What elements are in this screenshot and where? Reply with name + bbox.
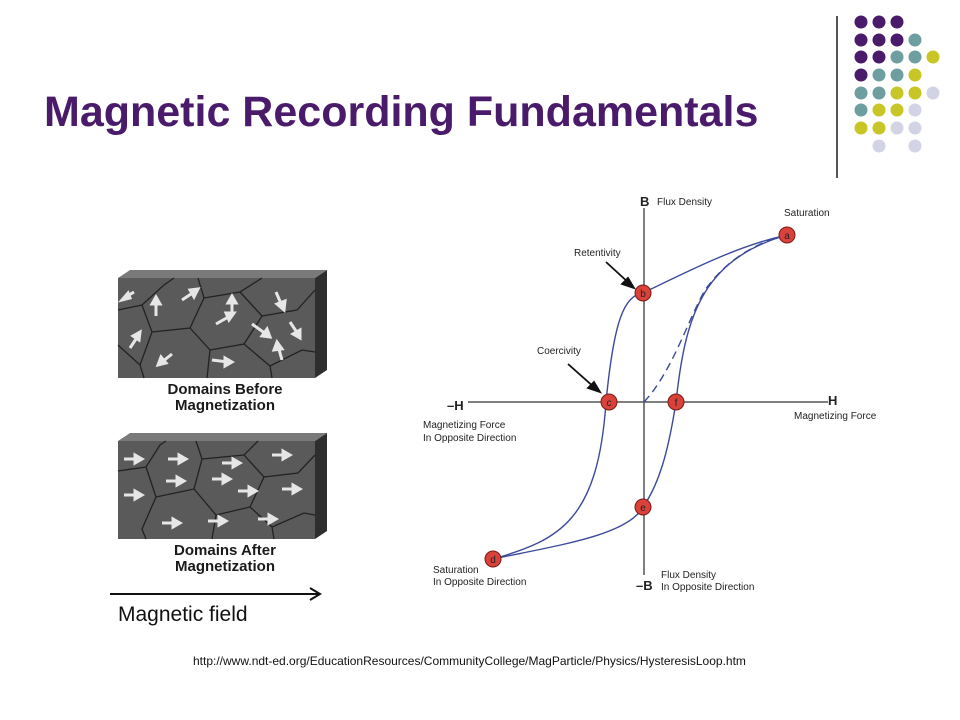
domains-after-block	[117, 433, 327, 540]
coercivity-label: Coercivity	[537, 346, 581, 357]
coercivity-pointer	[567, 363, 603, 394]
neg-h-axis-symbol: –H	[447, 398, 464, 413]
neg-h-label-line1: Magnetizing Force	[423, 420, 506, 431]
loop-upper-curve	[492, 234, 788, 560]
source-url: http://www.ndt-ed.org/EducationResources…	[193, 654, 746, 668]
magnetic-field-label: Magnetic field	[118, 603, 248, 626]
neg-b-axis-symbol: –B	[636, 578, 653, 593]
domains-after-caption: Domains After Magnetization	[150, 543, 300, 575]
svg-text:f: f	[675, 398, 678, 409]
dot-row-6	[854, 103, 922, 117]
svg-text:d: d	[490, 555, 496, 566]
svg-text:b: b	[640, 289, 646, 300]
hysteresis-loop-diagram: a b c d e f B Flux Density –B Flux Densi…	[423, 194, 877, 593]
svg-text:e: e	[640, 503, 646, 514]
point-f: f	[667, 393, 685, 411]
magnetic-field-arrow	[110, 587, 322, 601]
saturation-label: Saturation	[784, 208, 830, 219]
title-divider-line	[836, 16, 838, 178]
point-c: c	[600, 393, 618, 411]
slide-title: Magnetic Recording Fundamentals	[44, 88, 759, 136]
loop-lower-curve	[492, 234, 788, 560]
dot-row-7	[854, 121, 922, 135]
neg-b-label-line1: Flux Density	[661, 570, 716, 581]
neg-h-label-line2: In Opposite Direction	[423, 433, 516, 444]
domains-after-caption-line2: Magnetization	[175, 558, 275, 575]
b-axis-symbol: B	[640, 194, 649, 209]
b-axis-label: Flux Density	[657, 197, 712, 208]
initial-magnetization-curve	[643, 234, 788, 403]
dot-row-5	[854, 86, 940, 100]
retentivity-pointer	[605, 261, 637, 290]
saturation-opposite-line2: In Opposite Direction	[433, 577, 526, 588]
domains-before-caption: Domains Before Magnetization	[150, 382, 300, 414]
dot-row-4	[854, 68, 922, 82]
domains-before-block	[117, 270, 327, 379]
point-e: e	[634, 498, 652, 516]
neg-b-label-line2: In Opposite Direction	[661, 582, 754, 593]
retentivity-label: Retentivity	[574, 248, 621, 259]
dot-row-2	[854, 33, 922, 47]
svg-text:a: a	[784, 231, 790, 242]
saturation-opposite-line1: Saturation	[433, 565, 479, 576]
dot-row-8	[872, 139, 922, 153]
domains-after-caption-line1: Domains After	[174, 542, 276, 559]
svg-text:c: c	[607, 398, 612, 409]
dot-row-3	[854, 50, 940, 64]
point-a: a	[778, 226, 796, 244]
domains-before-caption-line2: Magnetization	[175, 397, 275, 414]
decorative-dot-grid	[854, 15, 940, 153]
h-axis-symbol: H	[828, 393, 837, 408]
point-b: b	[634, 284, 652, 302]
dot-row-1	[854, 15, 904, 29]
domains-before-caption-line1: Domains Before	[167, 381, 283, 398]
h-axis-label: Magnetizing Force	[794, 411, 877, 422]
point-d: d	[484, 550, 502, 568]
